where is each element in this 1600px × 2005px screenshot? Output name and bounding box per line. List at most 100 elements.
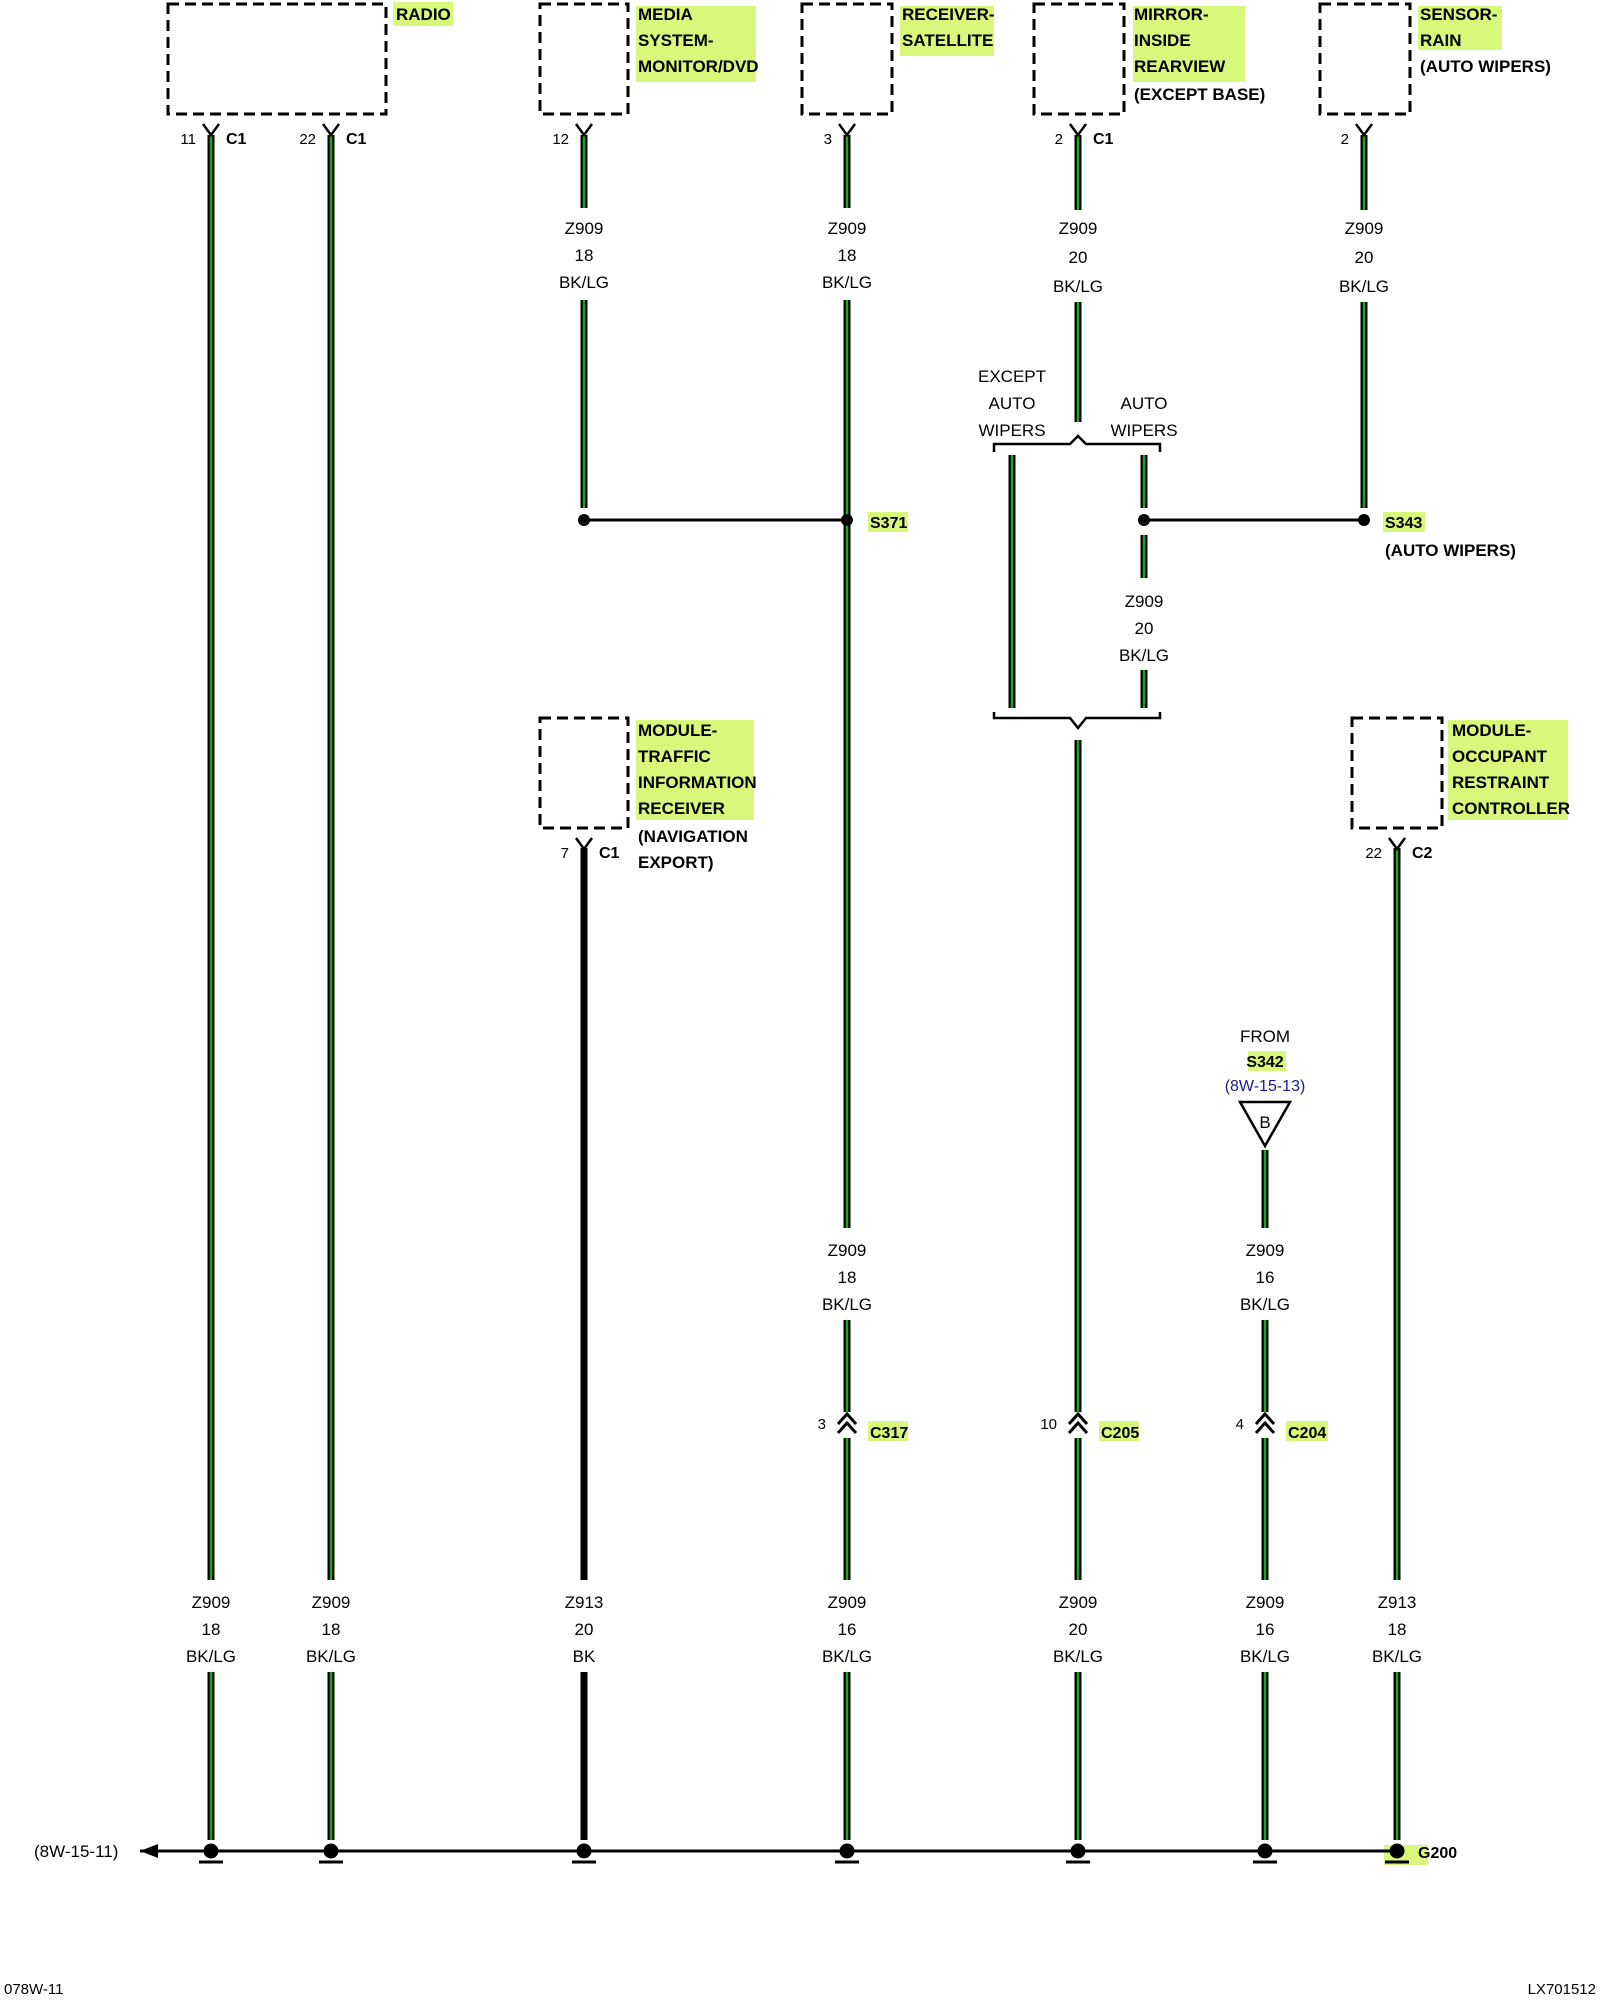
wire-mirror-gauge: 20 bbox=[1069, 248, 1088, 267]
ground-entry-arrow-icon bbox=[140, 1844, 158, 1858]
c204-pin: 4 bbox=[1236, 1416, 1244, 1433]
wire-low-2-code: Z909 bbox=[312, 1593, 351, 1612]
wire-low-1-color: BK/LG bbox=[186, 1647, 236, 1666]
from-ref-page: (8W-15-13) bbox=[1225, 1078, 1306, 1095]
option-auto-line1: AUTO bbox=[1121, 394, 1168, 413]
pin-connector-symbols bbox=[201, 123, 1407, 852]
pin-radio-b: 22 bbox=[299, 131, 316, 148]
label-highlights bbox=[393, 2, 1568, 1865]
wire-low-5-color: BK/LG bbox=[1053, 1647, 1103, 1666]
conn-radio-a: C1 bbox=[226, 131, 247, 148]
media-box bbox=[538, 2, 630, 116]
rain-box bbox=[1318, 2, 1412, 116]
wire-low-2-gauge: 18 bbox=[322, 1620, 341, 1639]
wire-satellite-color: BK/LG bbox=[822, 273, 872, 292]
pin-media: 12 bbox=[552, 131, 569, 148]
splice-dots bbox=[578, 514, 1370, 526]
conn-radio-b: C1 bbox=[346, 131, 367, 148]
component-rain-note: (AUTO WIPERS) bbox=[1420, 57, 1551, 76]
from-ref-label: FROM bbox=[1240, 1027, 1290, 1046]
wire-mid-s342-code: Z909 bbox=[1246, 1241, 1285, 1260]
splice-s343-note: (AUTO WIPERS) bbox=[1385, 541, 1516, 560]
c205-pin: 10 bbox=[1040, 1416, 1057, 1433]
page-ref-right: LX701512 bbox=[1528, 1981, 1596, 1998]
wire-mirror-color: BK/LG bbox=[1053, 277, 1103, 296]
component-satellite-line1: RECEIVER- bbox=[902, 5, 995, 24]
offpage-connector-b bbox=[1237, 1100, 1293, 1149]
component-traffic-note2: EXPORT) bbox=[638, 853, 714, 872]
wire-low-3-color: BK bbox=[573, 1647, 596, 1666]
wires bbox=[207, 135, 1401, 1840]
c204-label: C204 bbox=[1288, 1425, 1326, 1442]
option-except-line3: WIPERS bbox=[978, 421, 1045, 440]
option-except-line1: EXCEPT bbox=[978, 367, 1046, 386]
pin-radio-a: 11 bbox=[180, 131, 196, 148]
wire-mid-satellite-code: Z909 bbox=[828, 1241, 867, 1260]
wire-low-3-gauge: 20 bbox=[575, 1620, 594, 1639]
splice-s371-label: S371 bbox=[870, 515, 907, 532]
wire-satellite-code: Z909 bbox=[828, 219, 867, 238]
pin-traffic: 7 bbox=[561, 845, 569, 862]
ground-ref: (8W-15-11) bbox=[34, 1842, 118, 1861]
splice-dot-media bbox=[578, 514, 590, 526]
wire-low-7-code: Z913 bbox=[1378, 1593, 1417, 1612]
component-traffic-line4: RECEIVER bbox=[638, 799, 725, 818]
wire-low-6-code: Z909 bbox=[1246, 1593, 1285, 1612]
component-rain-line2: RAIN bbox=[1420, 31, 1462, 50]
wire-low-6-gauge: 16 bbox=[1256, 1620, 1275, 1639]
wire-mid-satellite-color: BK/LG bbox=[822, 1295, 872, 1314]
wire-mid-s342-gauge: 16 bbox=[1256, 1268, 1275, 1287]
wire-media-code: Z909 bbox=[565, 219, 604, 238]
wire-low-1-gauge: 18 bbox=[202, 1620, 221, 1639]
wire-mid-satellite-gauge: 18 bbox=[838, 1268, 857, 1287]
wire-auto-branch-color: BK/LG bbox=[1119, 646, 1169, 665]
ground-name: G200 bbox=[1418, 1845, 1457, 1862]
wire-low-5-gauge: 20 bbox=[1069, 1620, 1088, 1639]
component-occupant-line3: RESTRAINT bbox=[1452, 773, 1550, 792]
satellite-box bbox=[800, 2, 894, 116]
component-satellite-line2: SATELLITE bbox=[902, 31, 993, 50]
wire-low-4-code: Z909 bbox=[828, 1593, 867, 1612]
wire-auto-branch-code: Z909 bbox=[1125, 592, 1164, 611]
component-traffic-line1: MODULE- bbox=[638, 721, 717, 740]
component-traffic-line2: TRAFFIC bbox=[638, 747, 711, 766]
component-radio-label: RADIO bbox=[396, 5, 451, 24]
wire-satellite-gauge: 18 bbox=[838, 246, 857, 265]
wire-low-2-color: BK/LG bbox=[306, 1647, 356, 1666]
c317-pin: 3 bbox=[818, 1416, 826, 1433]
wire-rain-gauge: 20 bbox=[1355, 248, 1374, 267]
component-mirror-line3: REARVIEW bbox=[1134, 57, 1226, 76]
ground-terminals bbox=[199, 1843, 1409, 1864]
option-except-line2: AUTO bbox=[989, 394, 1036, 413]
splice-dot-auto bbox=[1138, 514, 1150, 526]
text-labels: RADIO MEDIA SYSTEM- MONITOR/DVD RECEIVER… bbox=[4, 5, 1596, 1998]
wire-low-1-code: Z909 bbox=[192, 1593, 231, 1612]
component-rain-line1: SENSOR- bbox=[1420, 5, 1497, 24]
component-traffic-note1: (NAVIGATION bbox=[638, 827, 748, 846]
wire-low-3-code: Z913 bbox=[565, 1593, 604, 1612]
wire-low-7-color: BK/LG bbox=[1372, 1647, 1422, 1666]
conn-occupant: C2 bbox=[1412, 845, 1433, 862]
page-ref-left: 078W-11 bbox=[4, 1981, 63, 1998]
wire-low-7-gauge: 18 bbox=[1388, 1620, 1407, 1639]
wire-mirror-code: Z909 bbox=[1059, 219, 1098, 238]
component-mirror-line2: INSIDE bbox=[1134, 31, 1191, 50]
wire-rain-color: BK/LG bbox=[1339, 277, 1389, 296]
c205-label: C205 bbox=[1101, 1425, 1139, 1442]
pin-mirror: 2 bbox=[1055, 131, 1063, 148]
splice-dot-s371 bbox=[841, 514, 853, 526]
wire-low-6-color: BK/LG bbox=[1240, 1647, 1290, 1666]
component-media-line3: MONITOR/DVD bbox=[638, 57, 759, 76]
component-occupant-line4: CONTROLLER bbox=[1452, 799, 1570, 818]
splice-s343-label: S343 bbox=[1385, 515, 1422, 532]
traffic-box bbox=[538, 716, 630, 830]
component-mirror-line1: MIRROR- bbox=[1134, 5, 1209, 24]
wire-low-5-code: Z909 bbox=[1059, 1593, 1098, 1612]
component-boxes bbox=[166, 2, 1444, 830]
wire-mid-s342-color: BK/LG bbox=[1240, 1295, 1290, 1314]
option-braces bbox=[992, 434, 1162, 731]
conn-mirror: C1 bbox=[1093, 131, 1114, 148]
component-occupant-line1: MODULE- bbox=[1452, 721, 1531, 740]
